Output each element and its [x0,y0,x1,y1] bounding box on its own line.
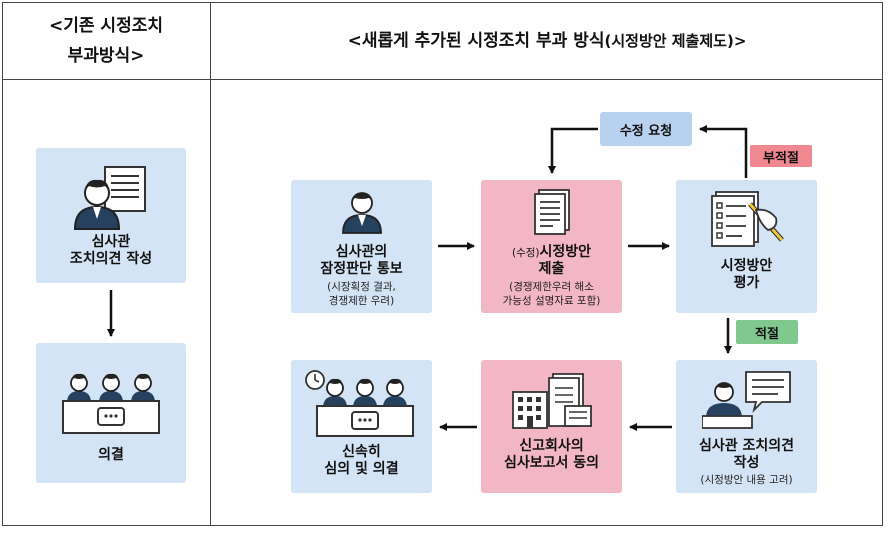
opinion-line1: 심사관 조치의견 [698,438,795,454]
evaluation-line2: 평가 [733,275,760,291]
document-icon [534,189,570,235]
person-speech-icon [702,371,791,429]
eval-to-revise-arrow [699,125,748,178]
person-document-icon [73,166,146,230]
agree-line2: 심사보고서 동의 [503,455,600,471]
quick-line1: 신속히 [342,444,381,460]
right-header: <새롭게 추가된 시정조치 부과 방식(시정방안 제출제도)> [211,2,883,79]
building-icon [512,373,592,429]
left-box-decision: 의결 [36,343,186,483]
notice-box: 심사관의 잠정판단 통보 (시장획정 결과, 경쟁제한 우려) [291,180,432,313]
left-header-line1: <기존 시정조치 [48,15,163,36]
notice-sub2: 경쟁제한 우려) [328,295,395,307]
left-box-decision-label: 의결 [98,447,124,463]
notice-sub1: (시장획정 결과, [327,281,396,293]
submit-box: (수정)시정방안 제출 (경쟁제한우려 해소 가능성 설명자료 포함) [481,180,622,313]
right-header-paren: (시정방안 제출제도)> [604,31,747,50]
left-header-line2: 부과방식> [67,45,145,66]
evaluation-line1: 시정방안 [720,258,773,274]
committee-clock-icon [305,370,414,437]
submit-line1: (수정)시정방안 [481,244,622,262]
fit-tag: 적절 [736,320,798,344]
evaluation-box: 시정방안 평가 [676,180,817,313]
quick-line2: 심의 및 의결 [324,461,399,477]
revise-to-submit-arrow [548,127,598,174]
submit-line2: 제출 [538,261,565,277]
header-divider [2,79,883,80]
submit-line1-text: 시정방안 [539,244,592,260]
left-box-opinion: 심사관 조치의견 작성 [36,148,186,283]
unfit-label: 부적절 [763,150,799,166]
checklist-icon [711,191,784,247]
submit-sub2: 가능성 설명자료 포함) [502,295,601,307]
opinion-box: 심사관 조치의견 작성 (시정방안 내용 고려) [676,360,817,493]
submit-sub1: (경쟁제한우려 해소 [509,281,594,293]
left-header: <기존 시정조치 부과방식> [2,2,210,79]
left-box-opinion-line1: 심사관 [91,234,131,250]
right-header-main: <새롭게 추가된 시정조치 부과 방식 [347,30,605,51]
revise-request-label: 수정 요청 [619,123,673,139]
column-divider [210,2,211,526]
person-icon [342,192,382,234]
opinion-sub: (시정방안 내용 고려) [700,474,793,486]
committee-icon [62,373,160,434]
submit-prefix: (수정) [511,247,540,259]
left-box-opinion-line2: 조치의견 작성 [69,251,153,267]
quick-decision-box: 신속히 심의 및 의결 [291,360,432,493]
table-frame [2,2,883,526]
agree-line1: 신고회사의 [519,438,584,454]
opinion-line2: 작성 [733,455,760,471]
unfit-tag: 부적절 [750,145,812,167]
revise-request-box: 수정 요청 [600,112,692,146]
notice-line2: 잠정판단 통보 [320,261,403,277]
fit-label: 적절 [755,326,779,342]
agree-box: 신고회사의 심사보고서 동의 [481,360,622,493]
notice-line1: 심사관의 [335,244,388,260]
